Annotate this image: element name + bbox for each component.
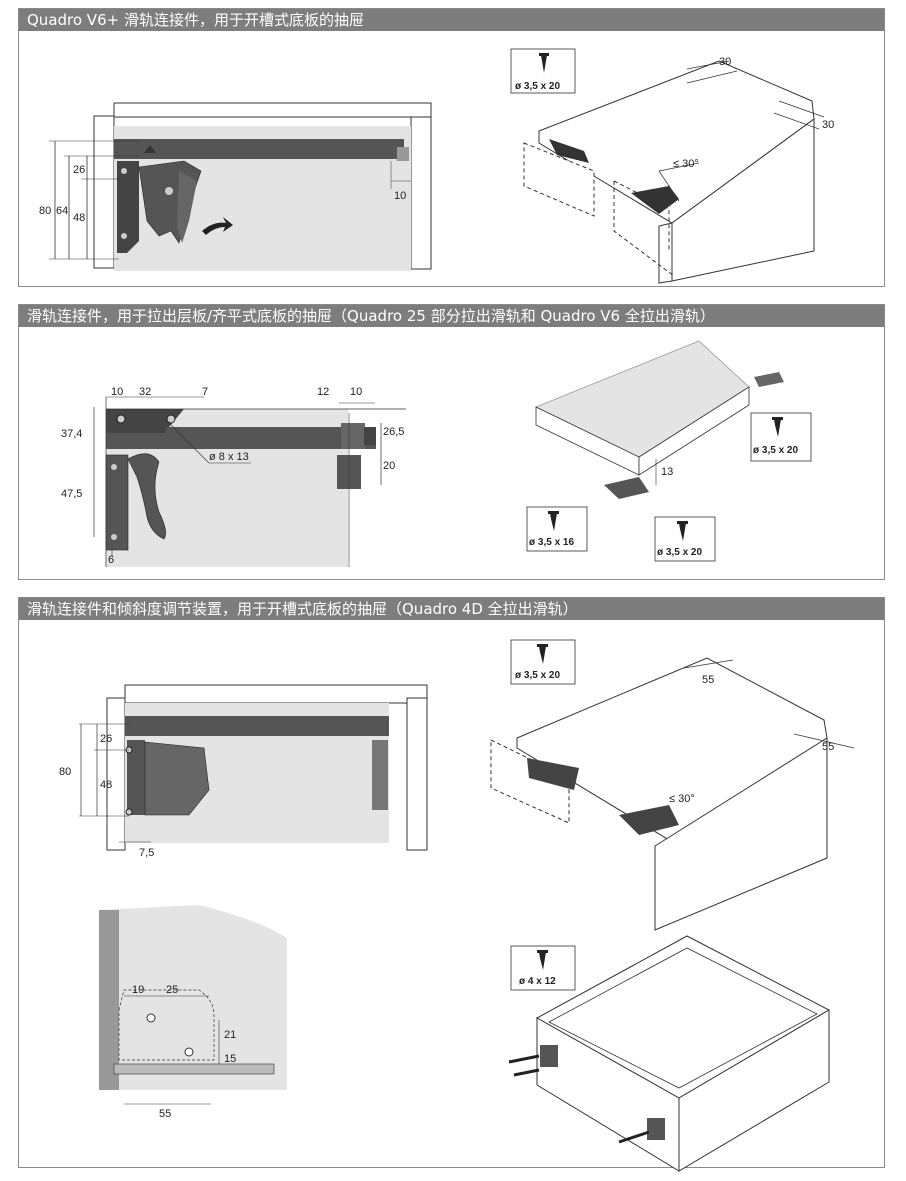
dim-10-left: 10: [111, 386, 123, 398]
screw-top-label: ø 3,5 x 20: [753, 445, 798, 456]
dim-48: 48: [73, 212, 85, 224]
section-1-drawing: 80 64 26 48 10 ø 3,5 x 20 30 30 ≤ 30°: [39, 48, 834, 284]
dim-30-top: 30: [719, 56, 731, 68]
dim-15: 15: [224, 1053, 236, 1065]
screw-box-label: ø 4 x 12: [519, 976, 556, 987]
hole-label: ø 8 x 13: [209, 451, 249, 463]
dim-10-right: 10: [350, 386, 362, 398]
dim-13: 13: [661, 466, 673, 478]
dim-55: 55: [159, 1108, 171, 1120]
dim-80: 80: [39, 205, 51, 217]
dim-26: 26: [100, 733, 112, 745]
screw-label: ø 3,5 x 20: [515, 670, 560, 681]
dim-30-right: 30: [822, 119, 834, 131]
section-3-drawing: 26 80 48 7,5 19 25 21 15 55 ø 3,5 x 20 5…: [59, 639, 855, 1172]
dim-55-right: 55: [822, 741, 834, 753]
section-2-title: 滑轨连接件，用于拉出层板/齐平式底板的抽屉（Quadro 25 部分拉出滑轨和 …: [19, 305, 884, 327]
section-2-drawing: 10 32 7 12 10 37,4 47,5 26,5 20 6 ø 8 x …: [61, 340, 812, 567]
dim-19: 19: [132, 984, 144, 996]
dim-26-5: 26,5: [383, 426, 404, 438]
angle-label: ≤ 30°: [669, 793, 695, 805]
dim-37-4: 37,4: [61, 428, 82, 440]
dim-21: 21: [224, 1029, 236, 1041]
dim-64: 64: [56, 205, 68, 217]
screw-right-label: ø 3,5 x 20: [657, 547, 702, 558]
dim-10: 10: [394, 190, 406, 202]
screw-left-label: ø 3,5 x 16: [529, 537, 574, 548]
dim-12: 12: [317, 386, 329, 398]
screw-icon: [539, 646, 546, 664]
angle-label: ≤ 30°: [673, 158, 699, 170]
screw-icon: [541, 55, 547, 73]
dim-6: 6: [108, 554, 114, 566]
screw-icon: [539, 952, 546, 970]
dim-7: 7: [202, 386, 208, 398]
screw-icon: [679, 523, 686, 541]
dim-55-top: 55: [702, 674, 714, 686]
screw-label: ø 3,5 x 20: [515, 81, 560, 92]
dim-47-5: 47,5: [61, 488, 82, 500]
screw-icon: [550, 513, 557, 531]
section-1-title: Quadro V6+ 滑轨连接件，用于开槽式底板的抽屉: [19, 9, 884, 31]
dim-25: 25: [166, 984, 178, 996]
dim-32: 32: [139, 386, 151, 398]
dim-20: 20: [383, 460, 395, 472]
section-3-title: 滑轨连接件和倾斜度调节装置，用于开槽式底板的抽屉（Quadro 4D 全拉出滑轨…: [19, 598, 884, 620]
section-2-panel: 滑轨连接件，用于拉出层板/齐平式底板的抽屉（Quadro 25 部分拉出滑轨和 …: [18, 304, 885, 580]
dim-7-5: 7,5: [139, 847, 154, 859]
section-1-panel: Quadro V6+ 滑轨连接件，用于开槽式底板的抽屉 80 64 26 48 …: [18, 8, 885, 287]
dim-48: 48: [100, 779, 112, 791]
dim-26: 26: [73, 164, 85, 176]
dim-80: 80: [59, 766, 71, 778]
screw-icon: [774, 419, 781, 437]
section-3-panel: 滑轨连接件和倾斜度调节装置，用于开槽式底板的抽屉（Quadro 4D 全拉出滑轨…: [18, 597, 885, 1172]
